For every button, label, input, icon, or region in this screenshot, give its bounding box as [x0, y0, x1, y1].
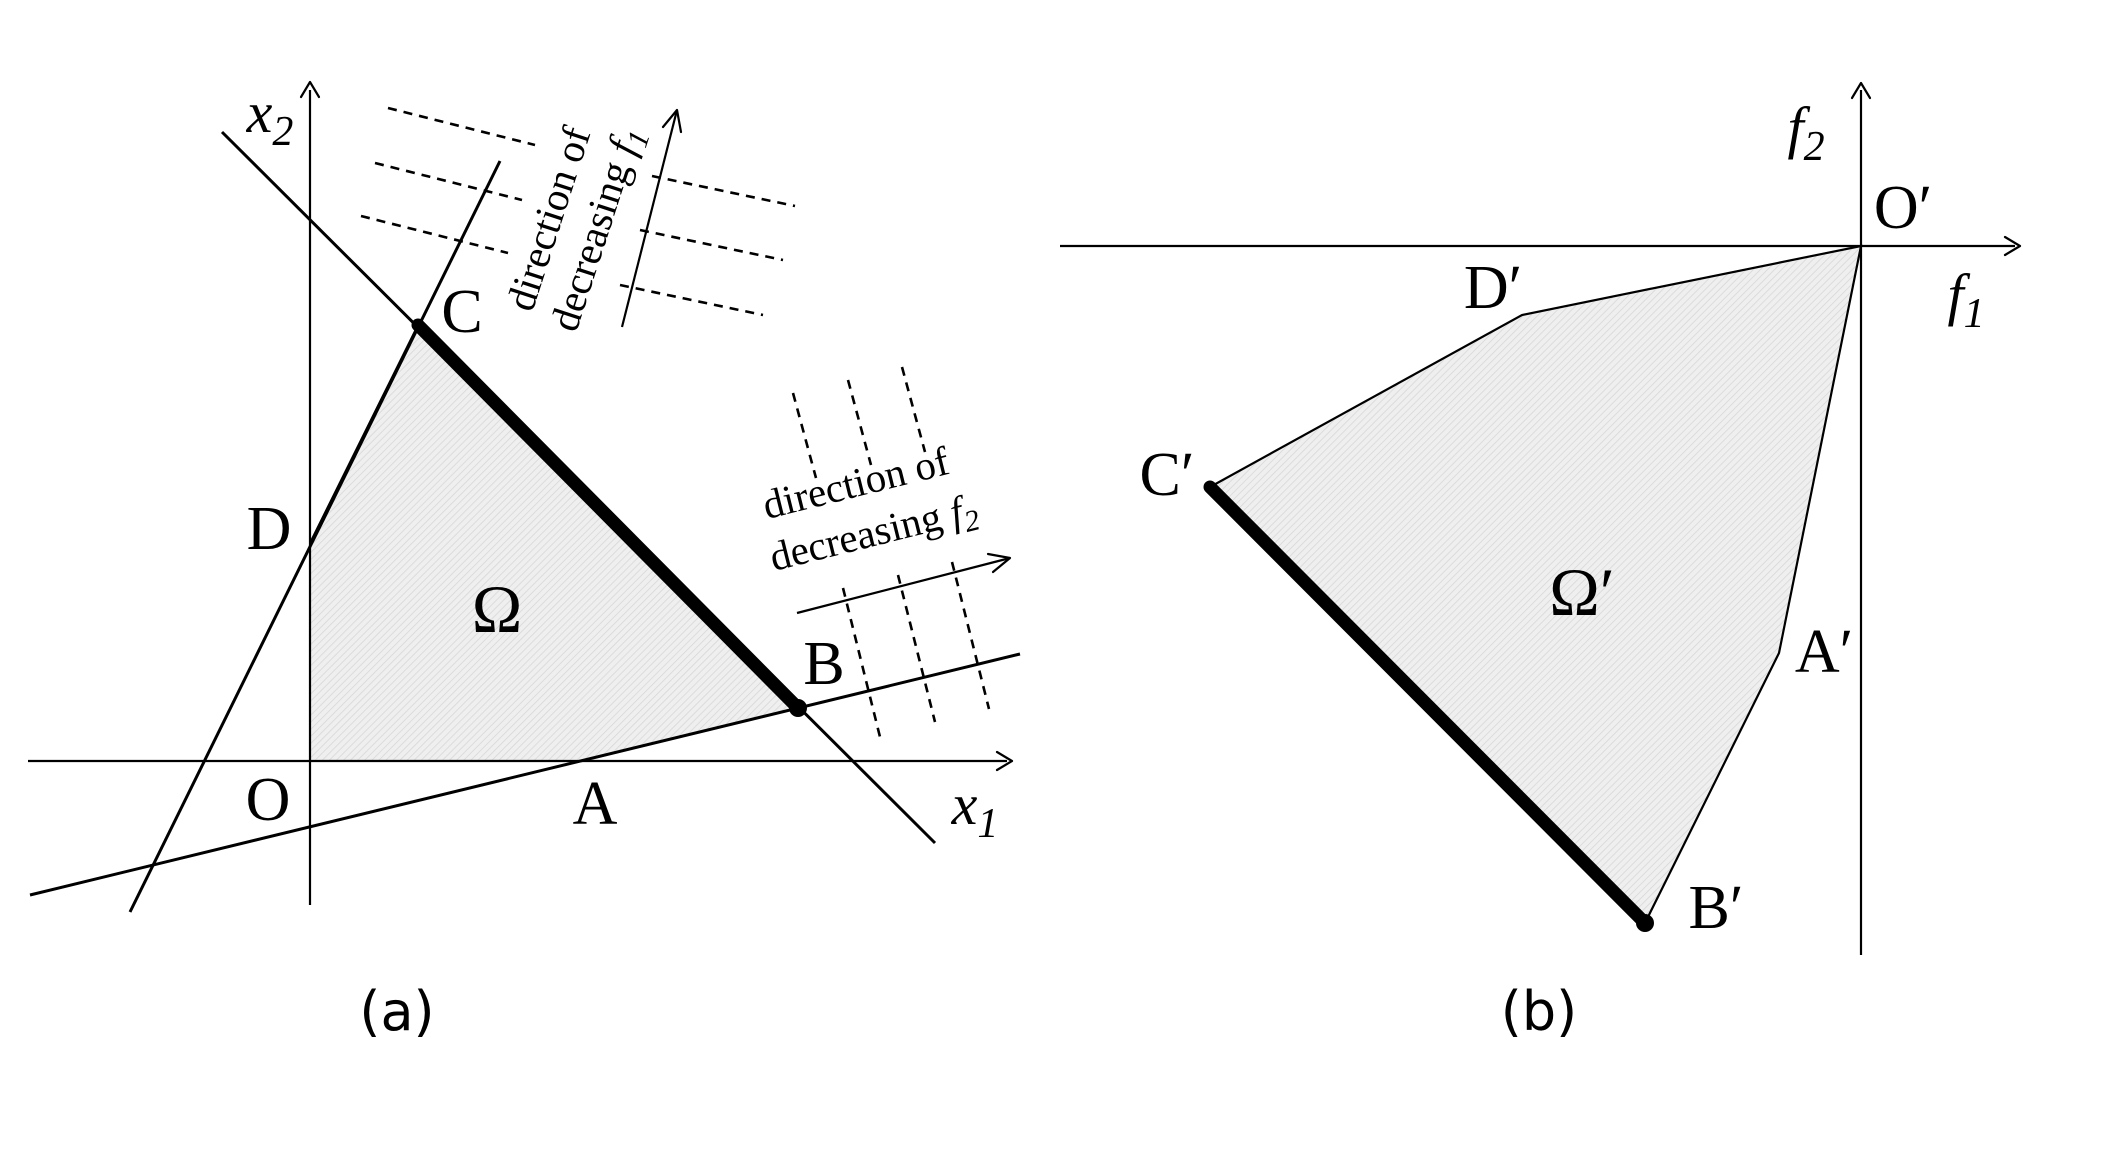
vertex-b-prime-dot	[1636, 914, 1654, 932]
feasible-region-omega	[309, 323, 800, 762]
f2-decrease-arrowhead-icon	[986, 552, 1012, 574]
caption-b: (b)	[1501, 980, 1577, 1043]
f1-level-curve-dashed	[387, 106, 536, 147]
vertex-label-o: O	[246, 766, 291, 834]
f1-level-curve-dashed	[619, 283, 764, 317]
x1-axis-arrowhead-icon	[995, 750, 1014, 772]
pareto-segment-bc	[411, 318, 805, 715]
dc-constraint-line	[128, 160, 502, 913]
f1-axis-label: f1	[1947, 262, 1984, 337]
vertex-label-a: A	[573, 770, 618, 838]
f1-level-curve-dashed	[651, 174, 796, 208]
vertex-label-a-prime: A′	[1795, 618, 1853, 686]
vertex-label-c: C	[441, 278, 482, 346]
f1-axis-arrowhead-icon	[2003, 235, 2022, 257]
f2-axis-arrowhead-icon	[1850, 81, 1872, 100]
vertex-label-b-prime: B′	[1689, 874, 1744, 942]
f2-level-curve-dashed	[841, 587, 882, 738]
panel-b: f2 f1 O′ A′ B′ C′ D′ Ω′ (b)	[1060, 81, 2022, 1043]
f2-level-curve-dashed	[950, 561, 991, 710]
f2-level-curve-dashed	[900, 366, 927, 453]
f2-level-curve-dashed	[791, 392, 818, 479]
ab-constraint-line	[29, 652, 1021, 897]
vertex-label-o-prime: O′	[1874, 174, 1932, 242]
f1-decrease-arrow-line	[620, 109, 679, 328]
x1-axis-label: x1	[951, 772, 999, 847]
caption-a: (a)	[359, 980, 434, 1043]
vertex-label-d-prime: D′	[1464, 254, 1522, 322]
f2-level-curve-dashed	[896, 574, 937, 723]
f1-level-curve-dashed	[639, 228, 784, 262]
vertex-label-b: B	[803, 630, 844, 698]
dir-decreasing-f2-annotation: direction of decreasing f2	[752, 433, 983, 586]
pareto-front-segment	[1203, 480, 1652, 930]
f1-level-curve-dashed	[374, 161, 523, 202]
f1-level-curve-dashed	[360, 214, 509, 255]
panel-a: x2 x1 O A B C D Ω direction of decreasin…	[28, 80, 1021, 1043]
region-label-omega-prime: Ω′	[1549, 554, 1614, 630]
x2-axis-arrowhead-icon	[299, 80, 321, 99]
f2-decrease-arrow-line	[796, 556, 1011, 615]
f2-axis-label: f2	[1787, 95, 1824, 170]
x2-axis-label: x2	[246, 80, 294, 155]
region-label-omega: Ω	[472, 571, 523, 647]
f2-level-curve-dashed	[846, 379, 873, 466]
vertex-b-dot	[789, 699, 807, 717]
vertex-label-c-prime: C′	[1140, 441, 1195, 509]
vertex-label-d: D	[247, 495, 292, 563]
f1-decrease-arrowhead-icon	[661, 108, 683, 134]
